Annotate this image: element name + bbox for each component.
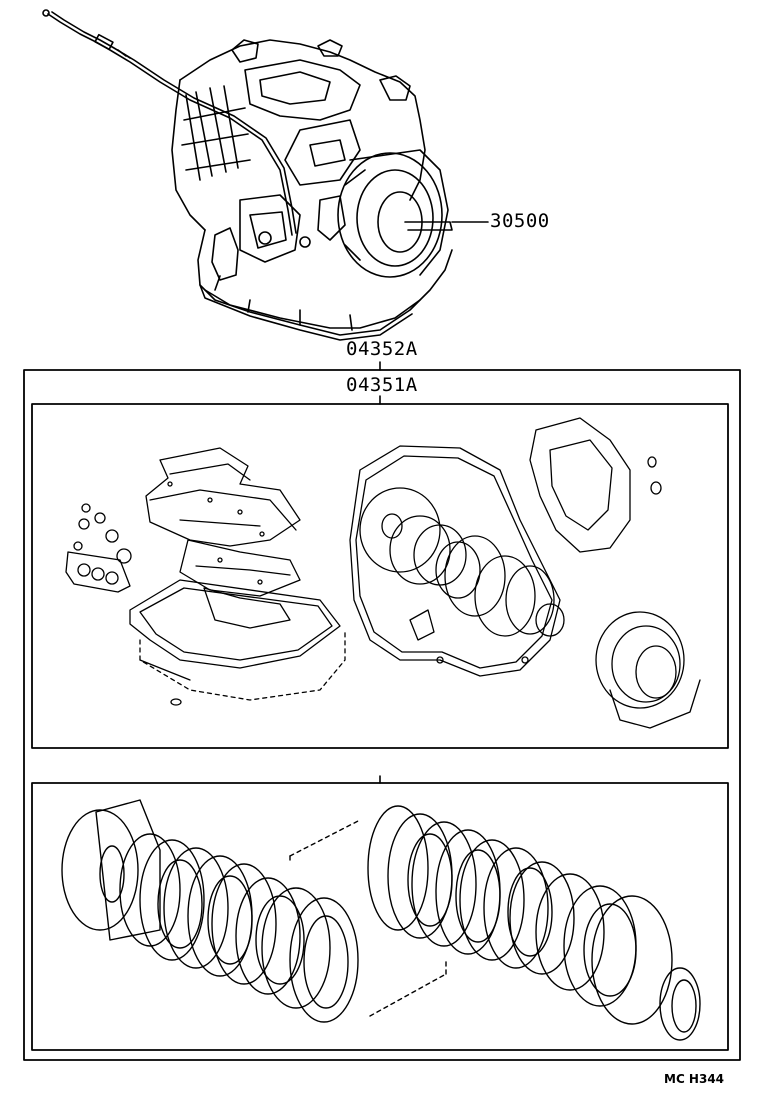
gasket-kit-illustration [65, 417, 701, 729]
transmission-assembly-illustration [42, 9, 453, 341]
clutch-kit-illustration [61, 799, 701, 1041]
overhaul-kit-box [23, 369, 741, 1061]
part-number-04352a: 04352A [346, 338, 418, 360]
diagram-code: MC H344 [664, 1072, 725, 1086]
clutch-kit-box [31, 782, 729, 1051]
gasket-kit-box [31, 403, 729, 749]
part-number-04351a: 04351A [346, 374, 418, 396]
part-number-30500: 30500 [490, 210, 550, 232]
